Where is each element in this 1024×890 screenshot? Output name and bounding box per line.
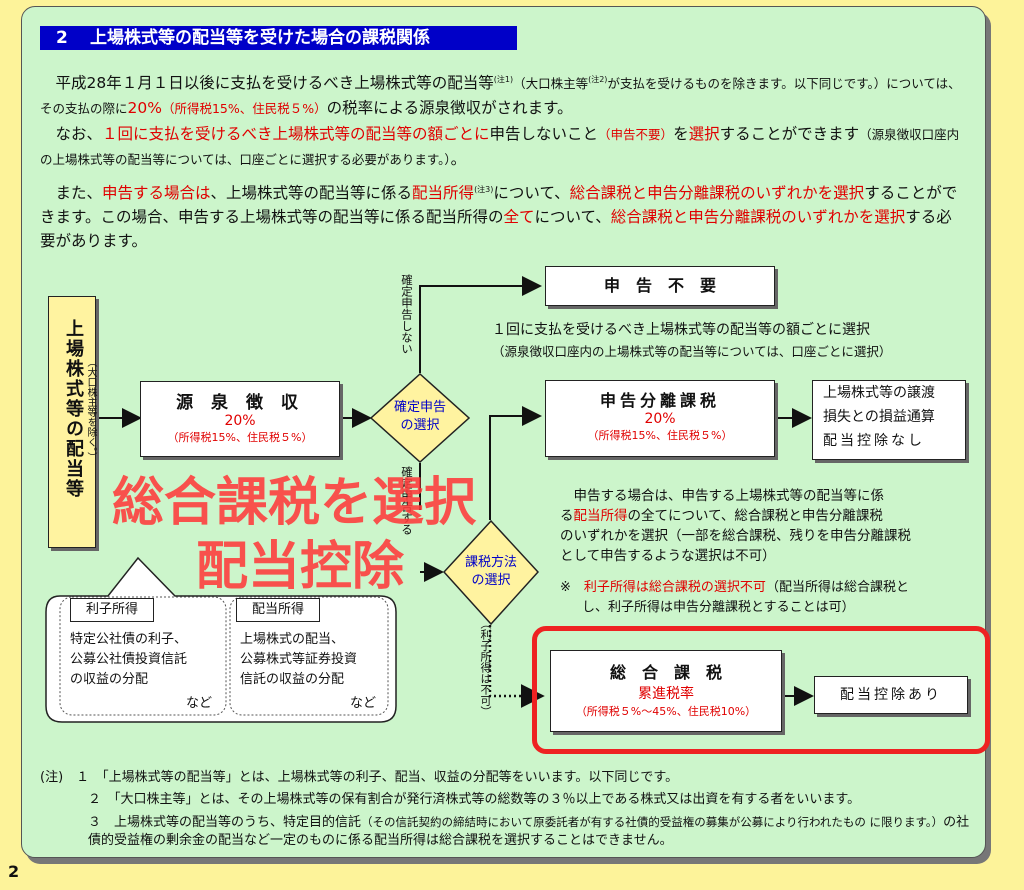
- dividend-income-text: 上場株式の配当、 公募株式等証券投資 信託の収益の分配: [240, 632, 358, 687]
- no-filing-title: 申 告 不 要: [603, 276, 716, 295]
- filing-label: 確定申告する: [400, 466, 414, 535]
- filing-decision-diamond: 確定申告 の選択: [370, 373, 470, 463]
- withholding-rate: 20%: [224, 413, 256, 429]
- filing-explanation: 申告する場合は、申告する上場株式等の配当等に係 る配当所得の全てについて、総合課…: [560, 488, 911, 564]
- overlay-general-taxation: 総合課税を選択: [112, 473, 477, 533]
- dividend-income-etc: など: [350, 696, 377, 711]
- interest-income-tag: 利子所得: [70, 598, 154, 622]
- decision2-line2: の選択: [471, 573, 511, 588]
- separate-result-box: 上場株式等の譲渡 損失との損益通算 配当控除なし: [812, 380, 966, 460]
- no-filing-label: 確定申告しない: [400, 274, 414, 355]
- intro-paragraph: 平成28年１月１日以後に支払を受けるべき上場株式等の配当等(注1)（大口株主等(…: [40, 74, 961, 117]
- interest-income-note: ※ 利子所得は総合課税の選択不可（配当所得は総合課税と し、利子所得は申告分離課…: [560, 580, 909, 615]
- separate-detail: （所得税15%、住民税５%）: [587, 429, 733, 442]
- section-title: 上場株式等の配当等を受けた場合の課税関係: [90, 28, 430, 48]
- section-header: 2 上場株式等の配当等を受けた場合の課税関係: [40, 26, 517, 50]
- decision1-line1: 確定申告: [393, 400, 446, 415]
- separate-title: 申告分離課税: [599, 391, 720, 410]
- no-filing-paragraph: なお、１回に支払を受けるべき上場株式等の配当等の額ごとに申告しないこと（申告不要…: [40, 125, 960, 168]
- interest-income-etc: など: [186, 696, 213, 711]
- section-number: 2: [56, 28, 68, 48]
- interest-income-text: 特定公社債の利子、 公募公社債投資信託 の収益の分配: [70, 632, 188, 687]
- separate-taxation-box: 申告分離課税 20% （所得税15%、住民税５%）: [545, 380, 775, 457]
- footnotes: (注) １ 「上場株式等の配当等」とは、上場株式等の利子、配当、収益の分配等をい…: [40, 770, 970, 848]
- general-title: 総 合 課 税: [609, 663, 722, 682]
- general-rate: 累進税率: [638, 686, 694, 702]
- dividend-income-tag: 配当所得: [236, 598, 320, 622]
- start-subtitle: （大口株主等を除く。）: [85, 357, 96, 462]
- decision1-line2: の選択: [400, 418, 440, 433]
- no-filing-box: 申 告 不 要: [545, 266, 775, 306]
- general-taxation-box: 総 合 課 税 累進税率 （所得税５%～45%、住民税10%）: [550, 650, 782, 732]
- interest-excluded-label: （利子所得は不可）: [479, 618, 492, 717]
- highlight-frame: [532, 626, 990, 754]
- filing-paragraph: また、申告する場合は、上場株式等の配当等に係る配当所得(注3)について、総合課税…: [40, 184, 958, 250]
- withholding-detail: （所得税15%、住民税５%）: [167, 431, 313, 444]
- withholding-box: 源 泉 徴 収 20% （所得税15%、住民税５%）: [140, 381, 340, 457]
- overlay-dividend-deduction: 配当控除: [196, 537, 405, 597]
- general-detail: （所得税５%～45%、住民税10%）: [575, 705, 757, 718]
- general-result-box: 配当控除あり: [814, 676, 968, 714]
- decision2-line1: 課税方法: [464, 555, 517, 570]
- withholding-title: 源 泉 徴 収: [176, 393, 304, 413]
- tax-method-diamond: 課税方法 の選択: [443, 520, 539, 625]
- separate-rate: 20%: [644, 411, 676, 427]
- no-filing-note: １回に支払を受けるべき上場株式等の配当等の額ごとに選択 （源泉徴収口座内の上場株…: [492, 322, 892, 359]
- start-box: 上場株式等の配当等 （大口株主等を除く。）: [48, 296, 96, 548]
- start-title: 上場株式等の配当等: [63, 319, 84, 499]
- page-number: 2: [8, 862, 20, 881]
